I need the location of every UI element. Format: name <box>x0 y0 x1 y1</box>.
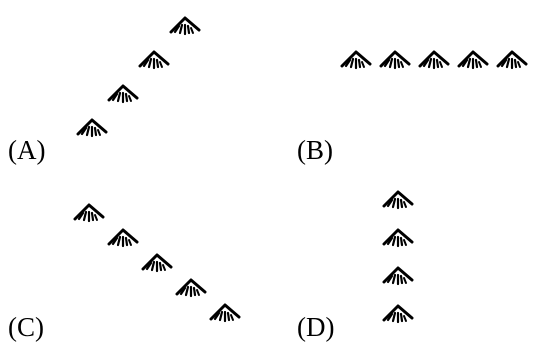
mountain-icon <box>340 50 372 70</box>
mountain-icon <box>76 118 108 138</box>
option-label-b: (B) <box>297 135 333 165</box>
mountain-icon <box>209 303 241 323</box>
option-label-c: (C) <box>8 312 44 342</box>
mountain-icon <box>107 228 139 248</box>
mountain-icon <box>141 253 173 273</box>
mountain-icon <box>379 50 411 70</box>
mountain-icon <box>496 50 528 70</box>
mountain-icon <box>73 203 105 223</box>
mountain-icon <box>107 84 139 104</box>
mountain-icon <box>175 278 207 298</box>
option-label-a: (A) <box>8 135 46 165</box>
mountain-icon <box>382 228 414 248</box>
mountain-icon <box>457 50 489 70</box>
mountain-icon <box>418 50 450 70</box>
mountain-icon <box>169 16 201 36</box>
mountain-icon <box>138 50 170 70</box>
mountain-icon <box>382 190 414 210</box>
option-label-d: (D) <box>297 312 335 342</box>
mountain-icon <box>382 304 414 324</box>
mountain-icon <box>382 266 414 286</box>
